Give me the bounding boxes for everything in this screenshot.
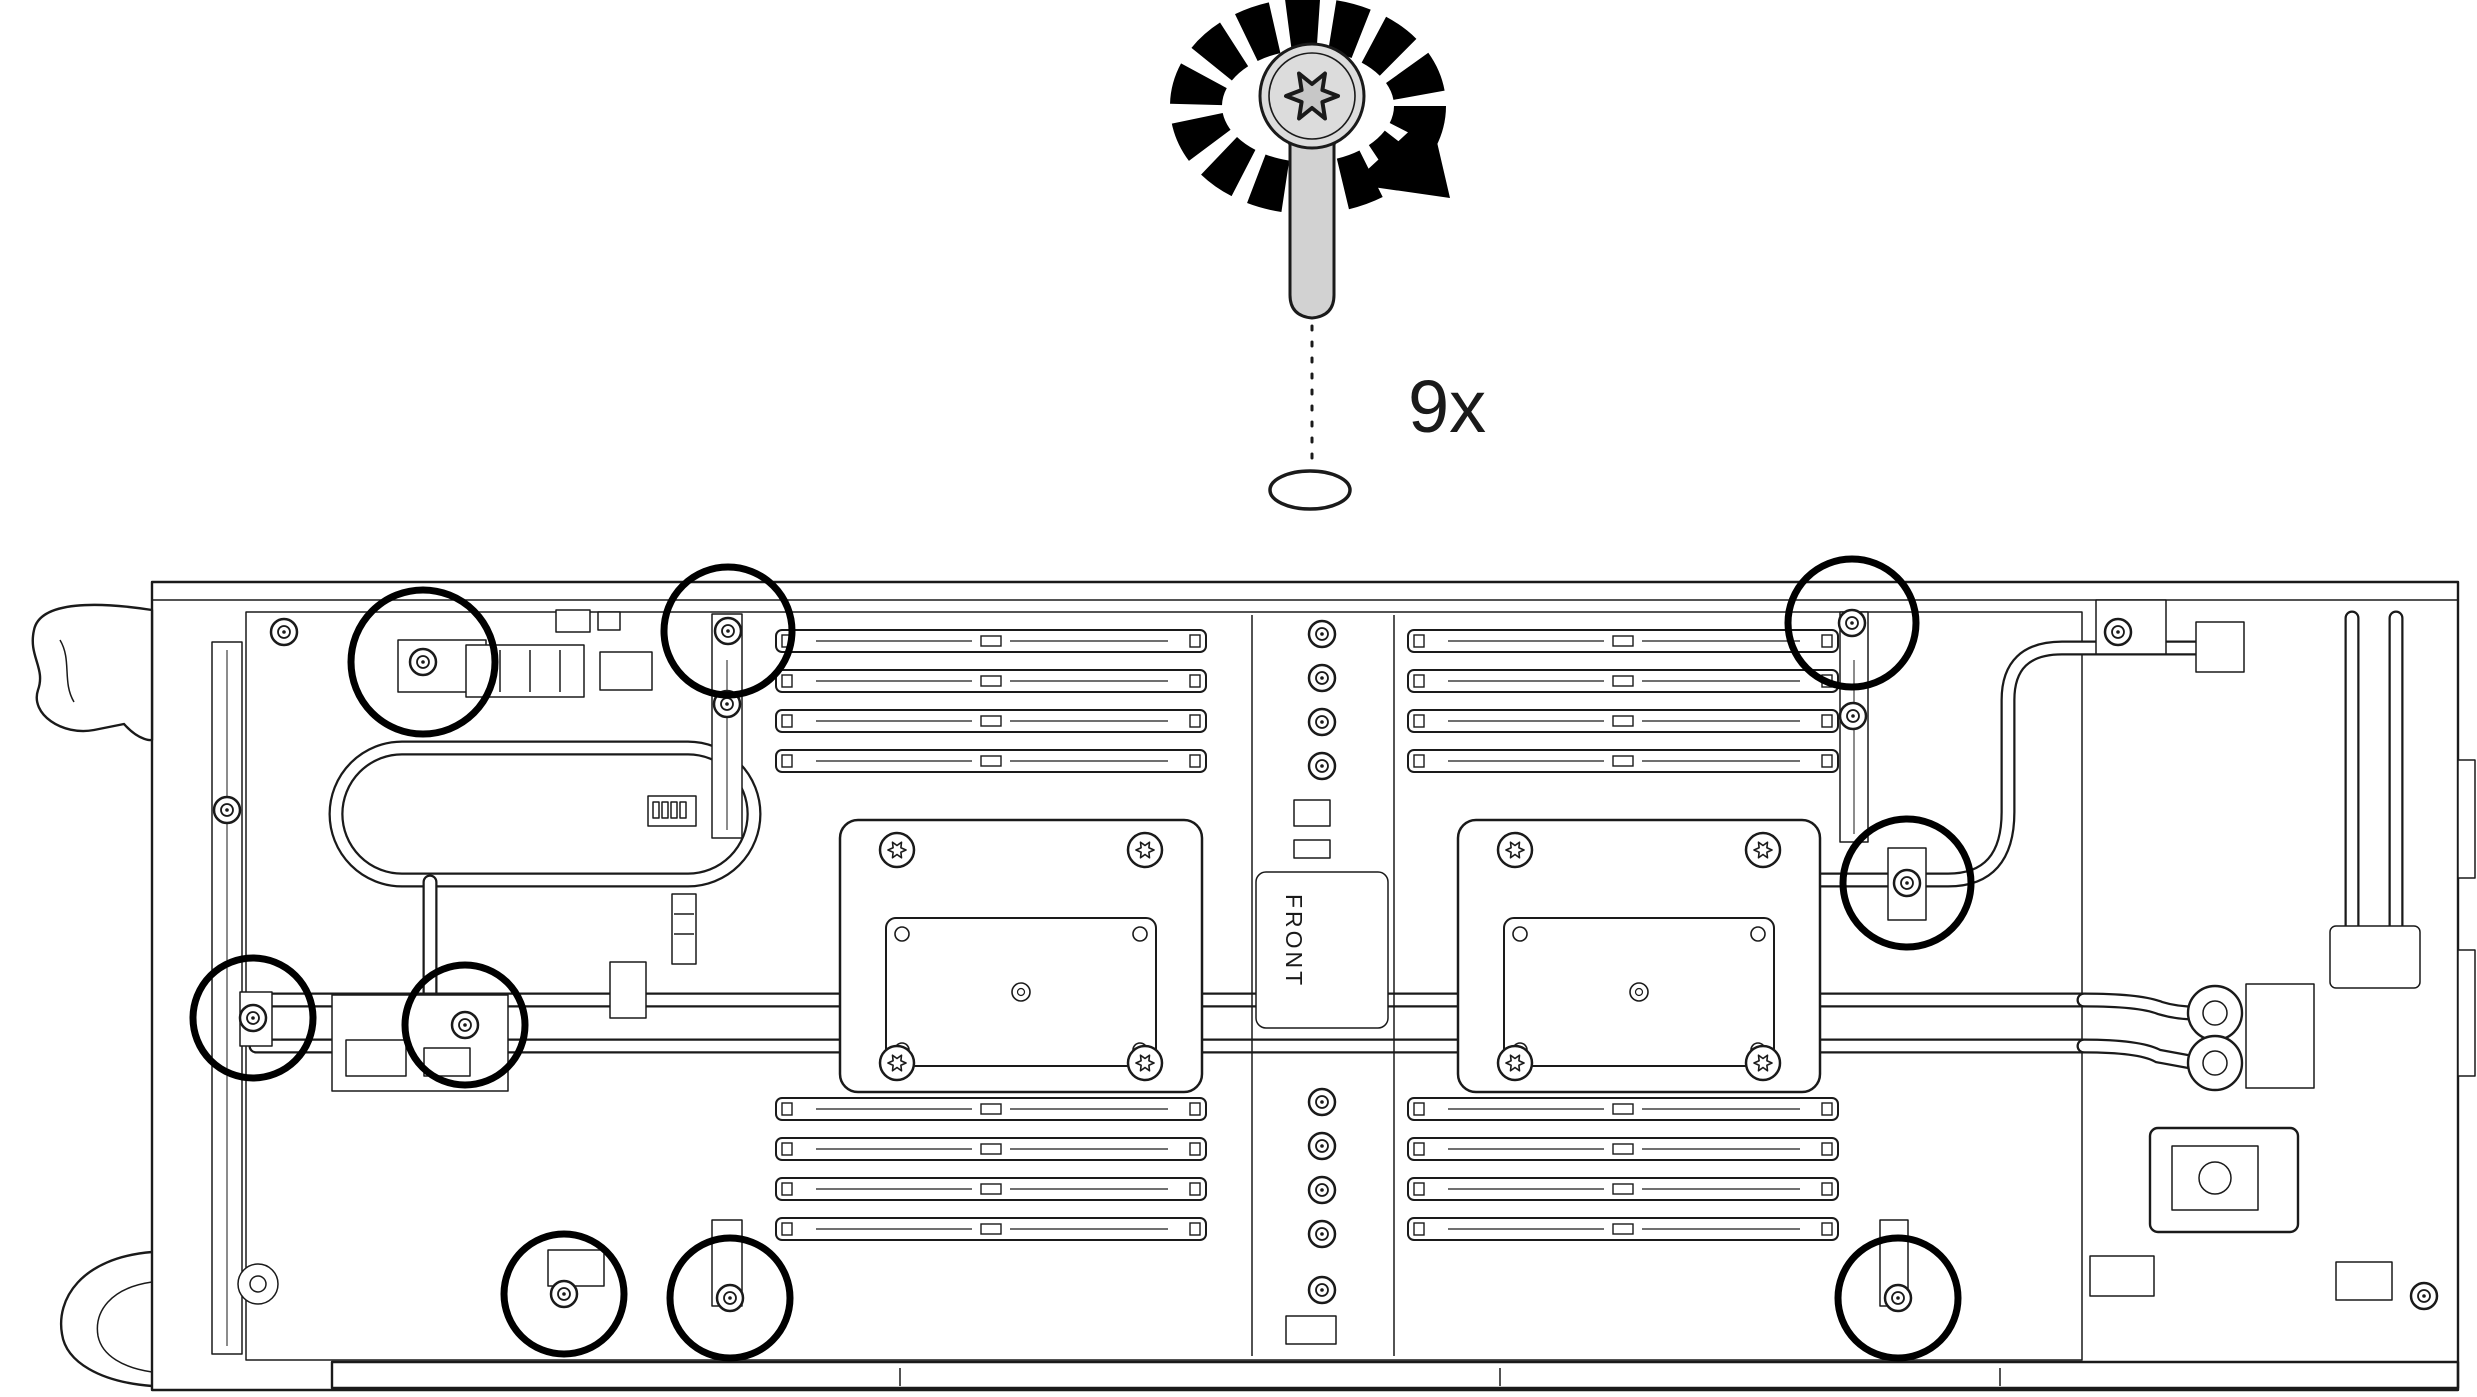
screw-icon [1892,868,1922,898]
coolant-tube [2076,992,2204,1021]
screw-icon [1838,701,1868,731]
front-connector [547,1249,605,1287]
left-board-components [237,639,697,1305]
screw-location [660,563,796,699]
screw-icon [1883,1283,1913,1313]
screw-location [1839,815,1975,951]
screw-icon [713,616,743,646]
screw-icon [408,647,438,677]
edge-connector [2457,759,2476,879]
screw-location [189,954,317,1082]
screw-icon [549,1279,579,1309]
cold-plate-left [840,820,1202,1092]
dimm-bank-lower-right [1408,1098,1838,1240]
screw-location-callouts [189,555,1975,1362]
rotation-arrowhead-icon [1352,112,1450,198]
cold-plate-right [1458,820,1820,1092]
screw-icon [212,795,242,825]
screw-location-circle [500,1230,628,1358]
screw-location [1834,1234,1962,1362]
torx-screw-icon [1258,42,1366,320]
screw-location-circle [1834,1234,1962,1362]
center-bracket: FRONT [1251,615,1395,1356]
screw-icon [1307,1087,1337,1117]
edge-connector [2457,949,2476,1077]
server-tray-illustration: FRONT [31,580,2476,1392]
screw-hole-icon [1268,469,1352,511]
screw-icon [1307,1175,1337,1205]
screw-location-circle [660,563,796,699]
screw-location-circle [189,954,317,1082]
quantity-callout: 9x [1170,0,1486,511]
screw-icon [450,1010,480,1040]
tray-front-strip [330,1360,2460,1390]
front-label: FRONT [1281,894,1307,988]
screw-icon [1307,1131,1337,1161]
screw-icon [1307,663,1337,693]
screw-location [666,1234,794,1362]
screw-location [401,961,529,1089]
screw-location-circle [401,961,529,1089]
screw-icon [1307,1275,1337,1305]
screw-icon [1307,1219,1337,1249]
screw-location [347,586,499,738]
coolant-tube [2076,1038,2204,1071]
quantity-label: 9x [1408,365,1486,448]
connector-block [465,644,585,698]
dimm-bank-lower-left [776,1098,1206,1240]
screw-icon [2103,617,2133,647]
tray-chassis [31,580,2460,1392]
screw-icon [1307,619,1337,649]
screw-location [1784,555,1920,691]
screw-icon [2409,1281,2439,1311]
dip-switch-block [647,795,697,827]
screw-location-circle [1784,555,1920,691]
vertical-connector [671,893,697,965]
torx-socket [1284,71,1340,121]
screw-location-circle [666,1234,794,1362]
left-corner-hook [59,1250,153,1388]
dimm-bank-upper-right [1408,630,1838,772]
screw-location-circle [347,586,499,738]
front-label-plate [1255,871,1389,1029]
tube-fitting [2195,621,2245,673]
left-latch-handle [31,603,154,742]
screw-shank [1288,141,1336,320]
screw-icon [1307,751,1337,781]
screw-location-circle [1839,815,1975,951]
screw-icon [1837,608,1867,638]
dimm-bank-upper-left [776,630,1206,772]
screw-location [500,1230,628,1358]
tube-manifold [2329,925,2421,989]
screw-icon [715,1283,745,1313]
screw-icon [269,617,299,647]
screw-icon [238,1003,268,1033]
system-board-outline [245,611,2083,1361]
right-manifold-bay [2089,599,2476,1301]
screw-icon [1307,707,1337,737]
